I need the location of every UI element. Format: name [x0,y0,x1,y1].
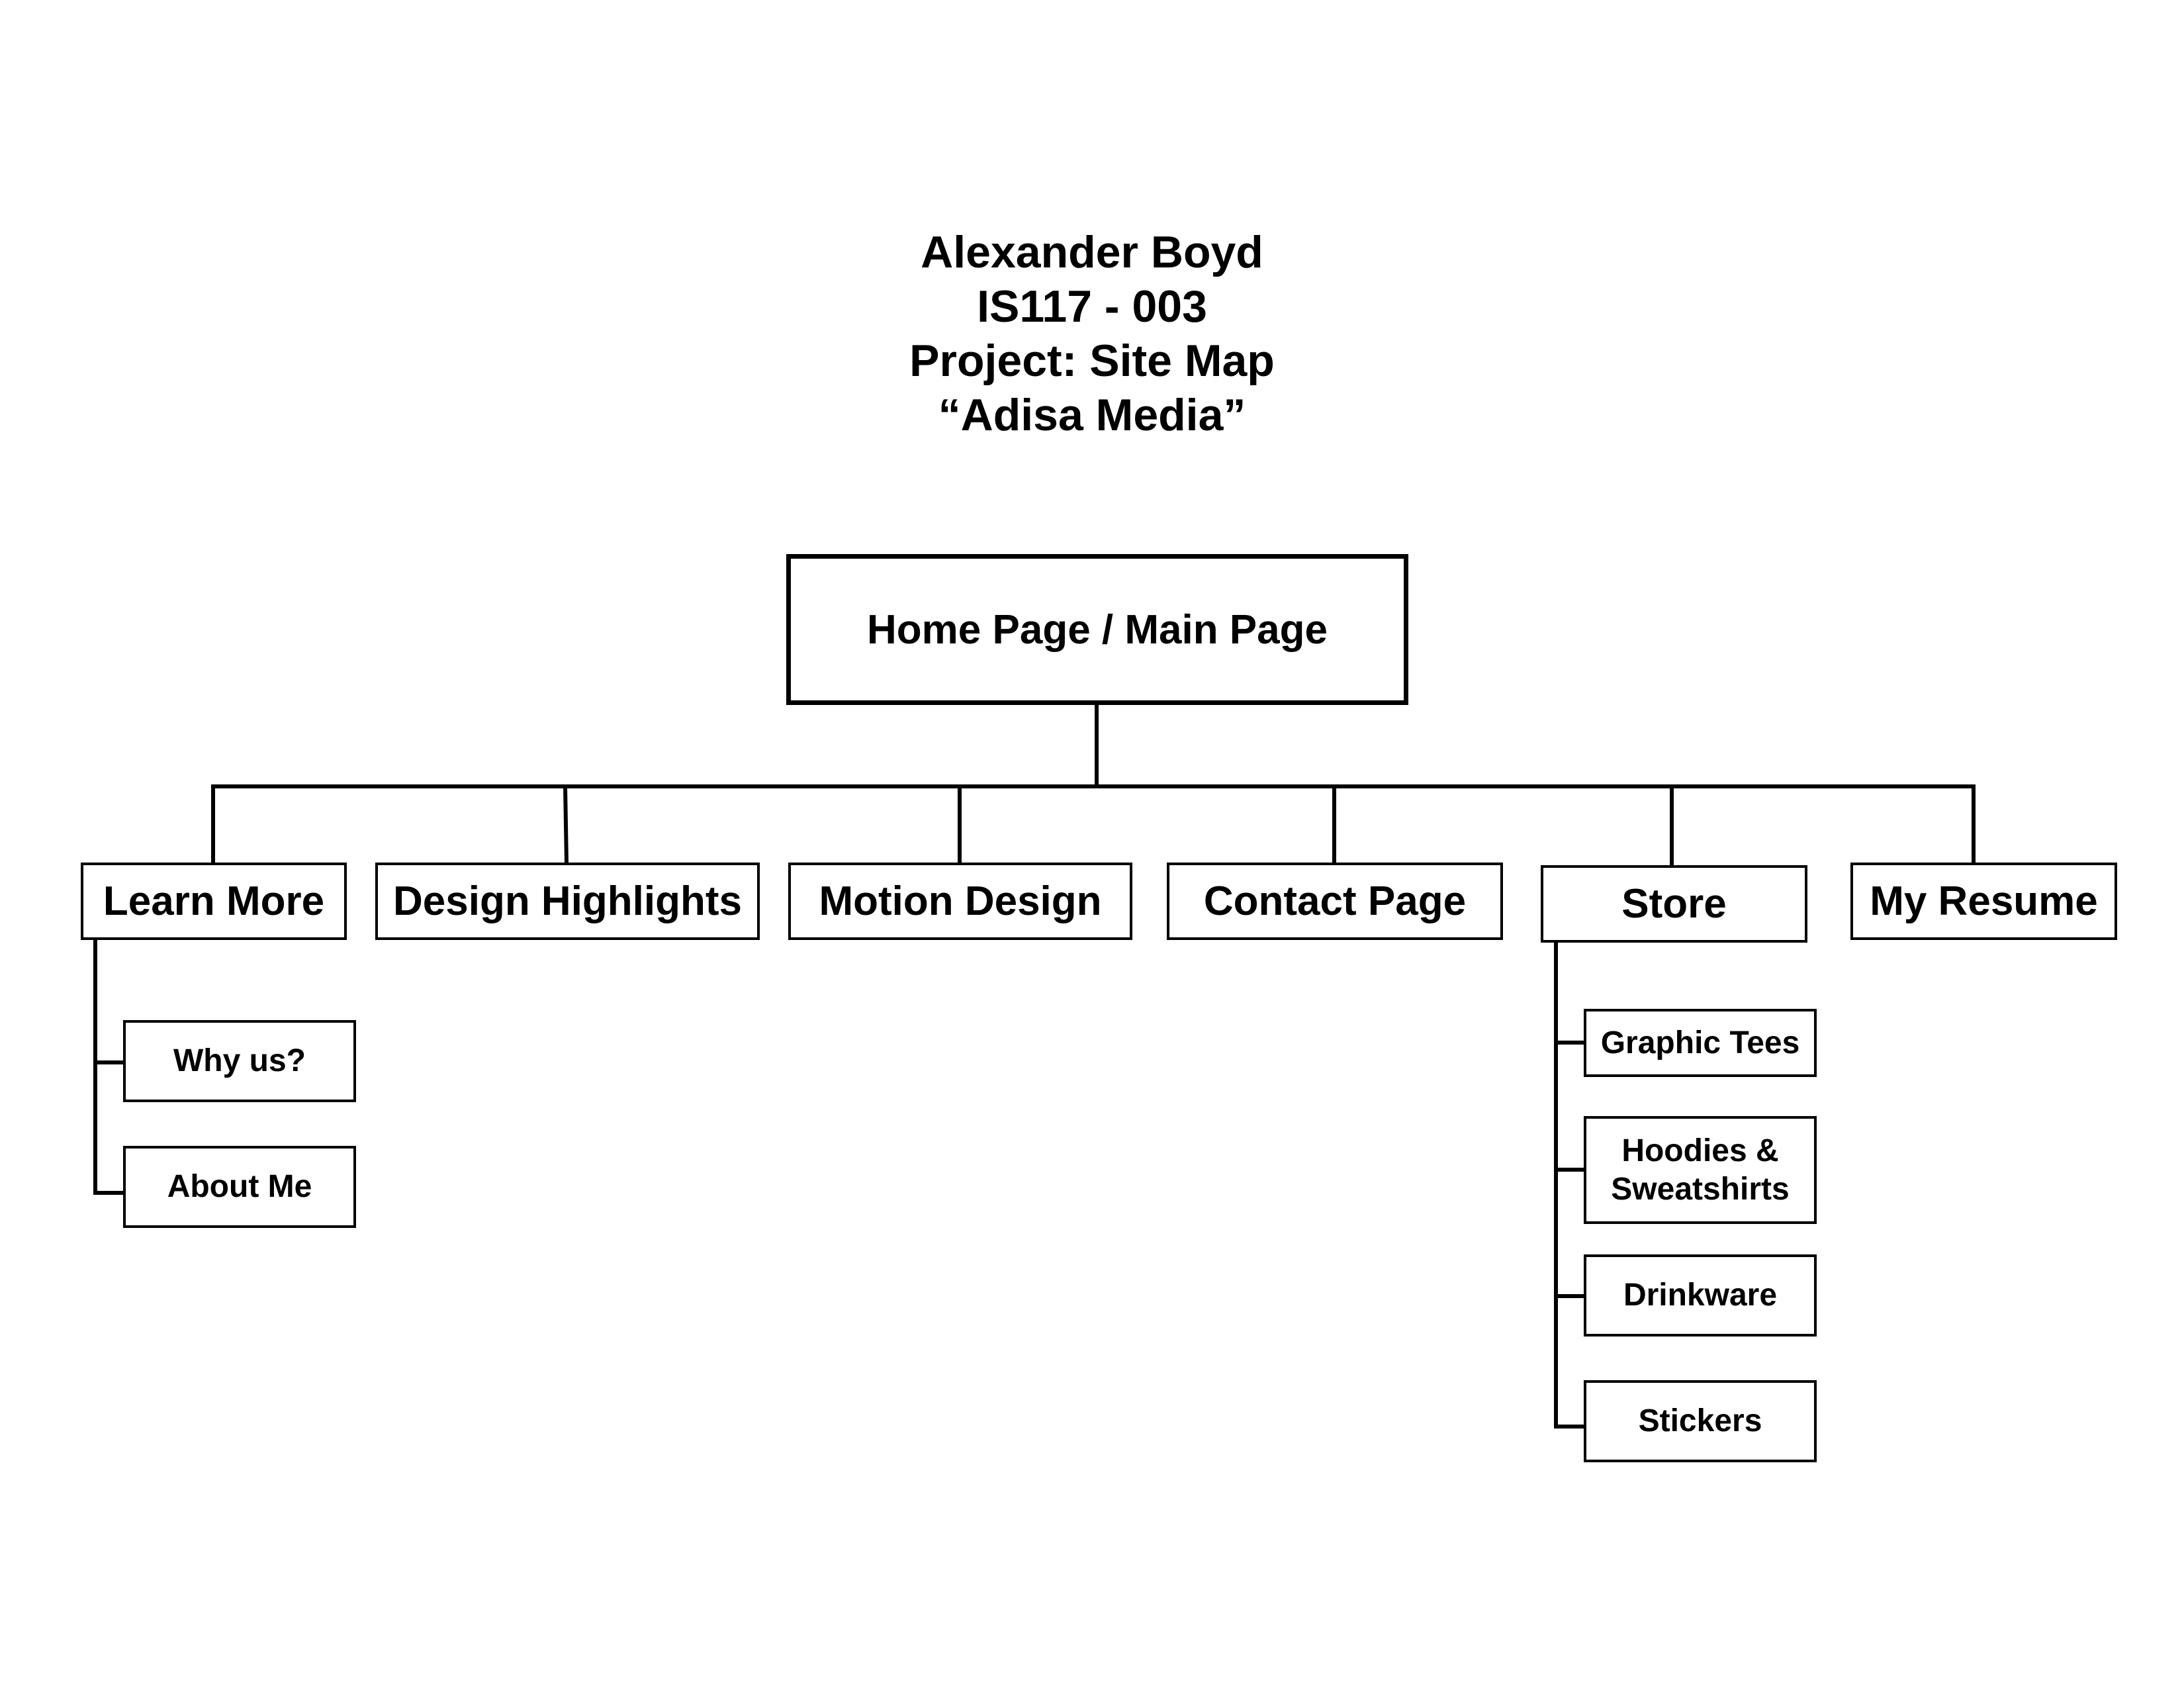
design-highlights-node: Design Highlights [375,863,760,940]
site-name: “Adisa Media” [938,390,1246,440]
drinkware-node: Drinkware [1584,1254,1817,1336]
stickers-label: Stickers [1638,1403,1762,1438]
my-resume-node: My Resume [1850,863,2117,940]
stickers-node: Stickers [1584,1380,1817,1462]
why-us-node: Why us? [123,1020,356,1102]
about-me-label: About Me [167,1169,312,1204]
learn-more-label: Learn More [103,878,325,924]
motion-design-node: Motion Design [788,863,1132,940]
store-node: Store [1541,865,1807,943]
store-label: Store [1621,881,1727,927]
drop-design-highlights [563,784,569,865]
course-code: IS117 - 003 [977,281,1207,332]
why-us-label: Why us? [173,1043,306,1078]
hoodies-sweatshirts-label: Hoodies & Sweatshirts [1611,1133,1790,1207]
home-page-node: Home Page / Main Page [786,554,1408,705]
motion-design-label: Motion Design [819,878,1102,924]
about-me-node: About Me [123,1146,356,1228]
home-page-label: Home Page / Main Page [867,606,1328,653]
hoodies-sweatshirts-node: Hoodies & Sweatshirts [1584,1116,1817,1224]
contact-page-label: Contact Page [1203,878,1467,924]
graphic-tees-label: Graphic Tees [1600,1025,1800,1060]
contact-page-node: Contact Page [1167,863,1503,940]
project-title: Project: Site Map [909,336,1275,386]
my-resume-label: My Resume [1870,878,2098,924]
author-name: Alexander Boyd [921,227,1263,277]
title-block: Alexander Boyd IS117 - 003 Project: Site… [0,225,2184,442]
graphic-tees-node: Graphic Tees [1584,1009,1817,1077]
design-highlights-label: Design Highlights [393,878,742,924]
drinkware-label: Drinkware [1623,1278,1778,1313]
learn-more-node: Learn More [81,863,347,940]
